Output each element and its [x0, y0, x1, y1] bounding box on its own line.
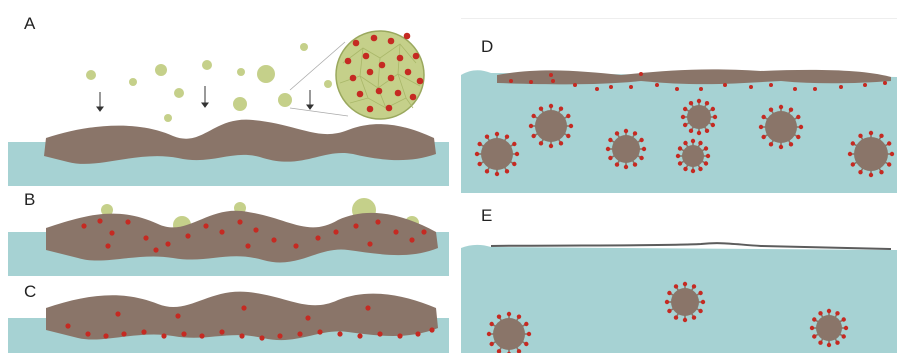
particle: [278, 93, 292, 107]
film-layer: [497, 69, 891, 84]
particle: [300, 43, 308, 51]
panel-d-illustration: [461, 19, 897, 193]
particle: [174, 88, 184, 98]
panel-c-illustration: [8, 278, 449, 353]
panel-b-illustration: [8, 188, 449, 276]
panel-e-illustration: [461, 200, 897, 353]
particle: [257, 65, 275, 83]
falling-particles: [86, 43, 332, 122]
panel-c: C: [8, 278, 449, 353]
particle: [155, 64, 167, 76]
panel-d: D: [461, 18, 897, 193]
panel-b: B: [8, 188, 449, 276]
particle: [324, 80, 332, 88]
particle: [202, 60, 212, 70]
panel-a: A: [8, 8, 449, 186]
particle: [129, 78, 137, 86]
particle: [233, 97, 247, 111]
zoom-circle-icon: [336, 31, 424, 119]
particle: [164, 114, 172, 122]
panel-a-illustration: [8, 8, 449, 186]
particle: [237, 68, 245, 76]
panel-e: E: [461, 200, 897, 353]
water-body: [461, 70, 897, 193]
particle: [86, 70, 96, 80]
